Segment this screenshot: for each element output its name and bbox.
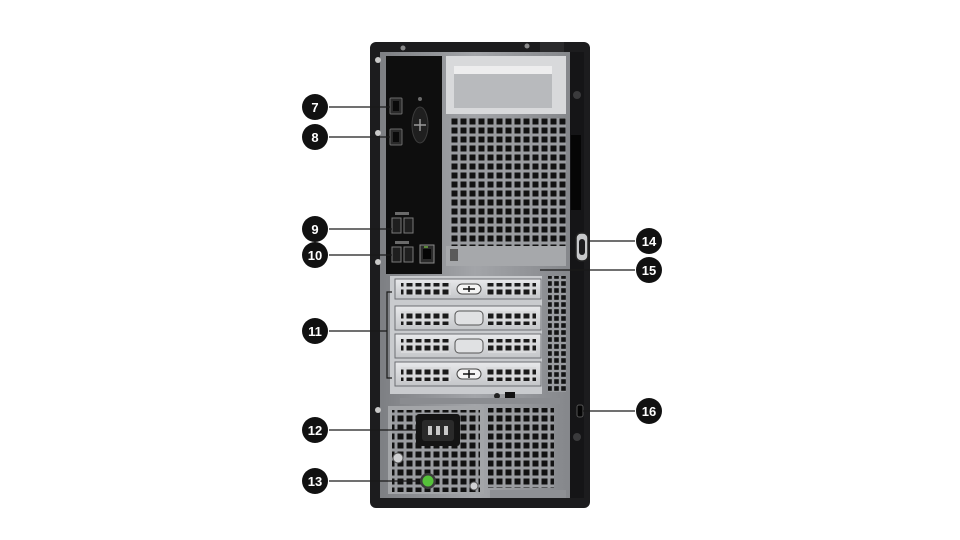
callout-15: 15 (636, 257, 662, 283)
callout-13: 13 (302, 468, 328, 494)
displayport-7 (389, 97, 403, 115)
svg-text:10: 10 (308, 248, 322, 263)
expansion-slots (390, 276, 542, 394)
callout-8: 8 (302, 124, 328, 150)
callout-10: 10 (302, 242, 328, 268)
svg-text:9: 9 (311, 222, 318, 237)
callout-16: 16 (636, 398, 662, 424)
svg-text:16: 16 (642, 404, 656, 419)
lower-vent-grill (488, 408, 554, 488)
power-supply (388, 406, 484, 494)
callout-11: 11 (302, 318, 328, 344)
audio-port (411, 97, 429, 144)
side-strip (570, 52, 584, 498)
callout-7: 7 (302, 94, 328, 120)
io-panel (386, 56, 442, 274)
displayport-8 (389, 128, 403, 146)
callout-14: 14 (636, 228, 662, 254)
ethernet-port (419, 244, 435, 264)
svg-text:7: 7 (311, 100, 318, 115)
security-cable-slot (576, 404, 584, 418)
svg-text:15: 15 (642, 263, 656, 278)
usb-ports-9 (391, 212, 414, 234)
side-vent-grill (548, 276, 566, 392)
svg-text:8: 8 (311, 130, 318, 145)
exhaust-vent-grill (450, 118, 566, 246)
padlock-ring (575, 232, 589, 262)
callout-9: 9 (302, 216, 328, 242)
svg-text:12: 12 (308, 423, 322, 438)
svg-text:13: 13 (308, 474, 322, 489)
svg-text:11: 11 (308, 324, 322, 339)
callout-12: 12 (302, 417, 328, 443)
svg-text:14: 14 (642, 234, 657, 249)
